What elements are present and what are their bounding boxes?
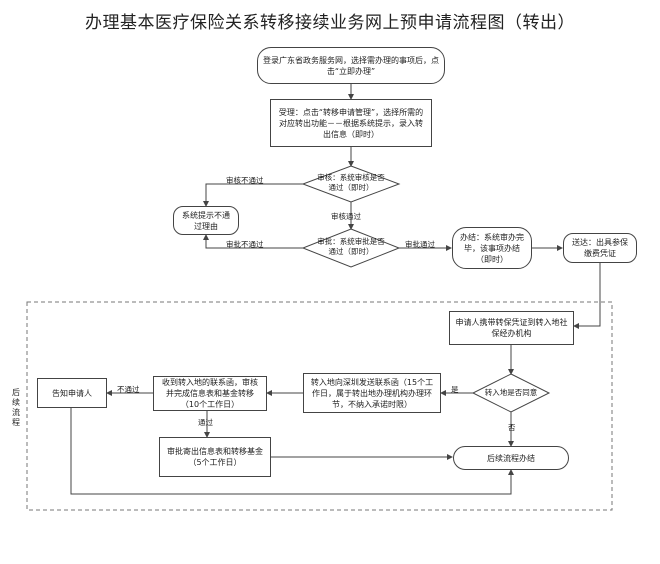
label-review-fail: 审核不通过 (226, 176, 264, 185)
page-title: 办理基本医疗保险关系转移接续业务网上预申请流程图（转出） (85, 13, 575, 33)
accept-node: 受理：点击“转移申请管理”，选择所需的对应转出功能－－根据系统提示，录入转出信息… (270, 99, 432, 147)
approve-node: 审批：系统审批是否通过（即时） (317, 237, 385, 256)
notify-node: 告知申请人 (37, 378, 107, 408)
subsequent-process-label: 后续流程 (12, 388, 20, 427)
label-yes: 是 (451, 385, 459, 394)
label-review-pass: 审核通过 (331, 212, 361, 221)
subsequent-process-frame (26, 301, 613, 511)
approve-send-node: 审批寄出信息表和转移基金（5个工作日） (159, 437, 271, 477)
label-approve-fail: 审批不通过 (226, 240, 264, 249)
label-no: 否 (508, 423, 516, 432)
receive-contact-node: 收到转入地的联系函，审核并完成信息表和基金转移（10个工作日） (153, 376, 267, 411)
arrow-review-fail (203, 183, 303, 207)
label-not-pass: 不通过 (117, 385, 140, 394)
label-pass: 通过 (198, 418, 213, 427)
arrow-deliver-applicant (573, 263, 601, 329)
start-node: 登录广东省政务服务网，选择需办理的事项后，点击“立即办理” (257, 47, 445, 84)
approve-diamond (301, 228, 401, 268)
applicant-bring-node: 申请人携带转保凭证到转入地社保经办机构 (449, 311, 574, 345)
review-diamond (301, 165, 401, 203)
agree-node: 转入地是否同意 (484, 388, 538, 397)
arrow-approve-fail (203, 234, 303, 249)
agree-diamond (471, 373, 551, 413)
follow-end-node: 后续流程办结 (453, 446, 569, 470)
arrow-notify-end (70, 408, 514, 495)
review-node: 审核：系统审核是否通过（即时） (317, 173, 385, 192)
deliver-node: 送达：出具参保缴费凭证 (563, 233, 637, 263)
reject-reason-node: 系统提示不通过理由 (173, 206, 239, 235)
send-contact-node: 转入地向深圳发送联系函（15个工作日，属于转出地办理机构办理环节，不纳入承诺时限… (303, 373, 441, 413)
handle-node: 办结：系统审办完毕，该事项办结（即时） (452, 227, 532, 269)
label-approve-pass: 审批通过 (405, 240, 435, 249)
